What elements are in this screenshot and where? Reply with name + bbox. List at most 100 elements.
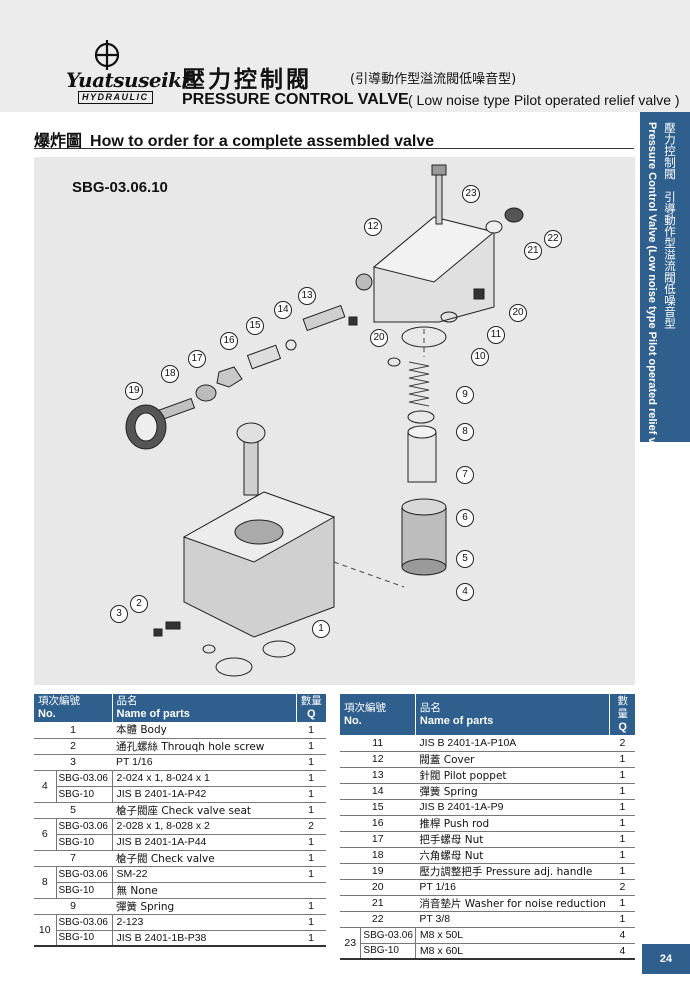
row-name: 彈簧 Spring [112, 898, 296, 915]
col-header-name-zh: 品名 [419, 701, 441, 714]
logo-mark-icon [94, 40, 120, 70]
row-name: JIS B 2401-1A-P9 [415, 799, 610, 816]
row-qty: 1 [296, 738, 326, 755]
row-qty: 1 [296, 754, 326, 771]
page-subtitle-zh: (引導動作型溢流閥低噪音型) [350, 72, 517, 87]
company-logo: Yuatsuseiki HYDRAULIC [62, 38, 189, 110]
callout-20-right: 20 [509, 304, 527, 322]
row-name: PT 1/16 [112, 754, 296, 771]
row-name: M8 x 50L [415, 927, 610, 944]
row-no: 11 [340, 735, 416, 752]
callout-13: 13 [298, 287, 316, 305]
row-name: 彈簧 Spring [415, 783, 610, 800]
row-qty: 1 [609, 831, 635, 848]
exploded-parts-drawing [125, 164, 524, 677]
callout-6: 6 [456, 509, 474, 527]
row-qty: 1 [609, 815, 635, 832]
row-name: 壓力調整把手 Pressure adj. handle [415, 863, 610, 880]
callout-4: 4 [456, 583, 474, 601]
row-name: 2-024 x 1, 8-024 x 1 [112, 770, 296, 787]
row-qty: 1 [609, 799, 635, 816]
callout-20-left: 20 [370, 329, 388, 347]
row-name: 把手螺母 Nut [415, 831, 610, 848]
section-heading-zh: 爆炸圖 [34, 131, 83, 150]
row-no: 10 [34, 914, 56, 947]
row-no: 9 [34, 898, 112, 915]
col-header-no-en: No. [344, 714, 362, 727]
row-no: 15 [340, 799, 416, 816]
row-qty: 1 [609, 847, 635, 864]
col-header-no-zh: 項次編號 [344, 701, 386, 714]
row-variant: SBG-03.06 [55, 866, 113, 883]
row-name: 2-123 [112, 914, 296, 931]
row-qty: 4 [609, 927, 635, 944]
row-variant: SBG-10 [55, 786, 113, 803]
row-no: 8 [34, 866, 56, 899]
page-title-zh: 壓力控制閥 [182, 67, 312, 93]
row-name: 六角螺母 Nut [415, 847, 610, 864]
side-tab-en: Pressure Control Valve (Low noise type P… [646, 122, 658, 469]
row-qty: 2 [609, 879, 635, 896]
callout-23: 23 [462, 185, 480, 203]
col-header-qty-zh: 數量 [300, 695, 322, 707]
row-variant: SBG-10 [55, 930, 113, 947]
row-qty: 1 [609, 767, 635, 784]
row-no: 6 [34, 818, 56, 851]
row-qty: 1 [296, 786, 326, 803]
row-qty [296, 882, 326, 899]
row-name: 本體 Body [112, 722, 296, 739]
callout-7: 7 [456, 466, 474, 484]
col-header-no-en: No. [38, 708, 56, 720]
row-qty: 1 [609, 863, 635, 880]
callout-1: 1 [312, 620, 330, 638]
callout-15: 15 [246, 317, 264, 335]
row-qty: 1 [296, 914, 326, 931]
row-name: 消音墊片 Washer for noise reduction [415, 895, 610, 912]
col-header-qty-en: Q [306, 708, 316, 720]
row-no: 22 [340, 911, 416, 928]
row-variant: SBG-03.06 [55, 914, 113, 931]
row-variant: SBG-10 [55, 882, 113, 899]
row-no: 17 [340, 831, 416, 848]
row-variant: SBG-03.06 [360, 927, 416, 944]
col-header-name-en: Name of parts [419, 714, 494, 727]
row-qty: 1 [296, 866, 326, 883]
callout-3: 3 [110, 605, 128, 623]
row-qty: 1 [296, 898, 326, 915]
row-qty: 4 [609, 943, 635, 960]
model-code: SBG-03.06.10 [72, 179, 168, 196]
col-header-qty-zh: 數量 [617, 695, 628, 720]
side-tab-zh: 壓力控制閥 引導動作型溢流閥低噪音型 [663, 122, 677, 329]
col-header-name-en: Name of parts [116, 708, 190, 720]
row-no: 5 [34, 802, 112, 819]
row-qty: 1 [609, 911, 635, 928]
row-qty: 1 [609, 783, 635, 800]
page-number: 24 [642, 944, 690, 974]
callout-8: 8 [456, 423, 474, 441]
row-name: JIS B 2401-1A-P10A [415, 735, 610, 752]
callout-11: 11 [487, 326, 505, 344]
row-name: PT 1/16 [415, 879, 610, 896]
callout-10: 10 [471, 348, 489, 366]
